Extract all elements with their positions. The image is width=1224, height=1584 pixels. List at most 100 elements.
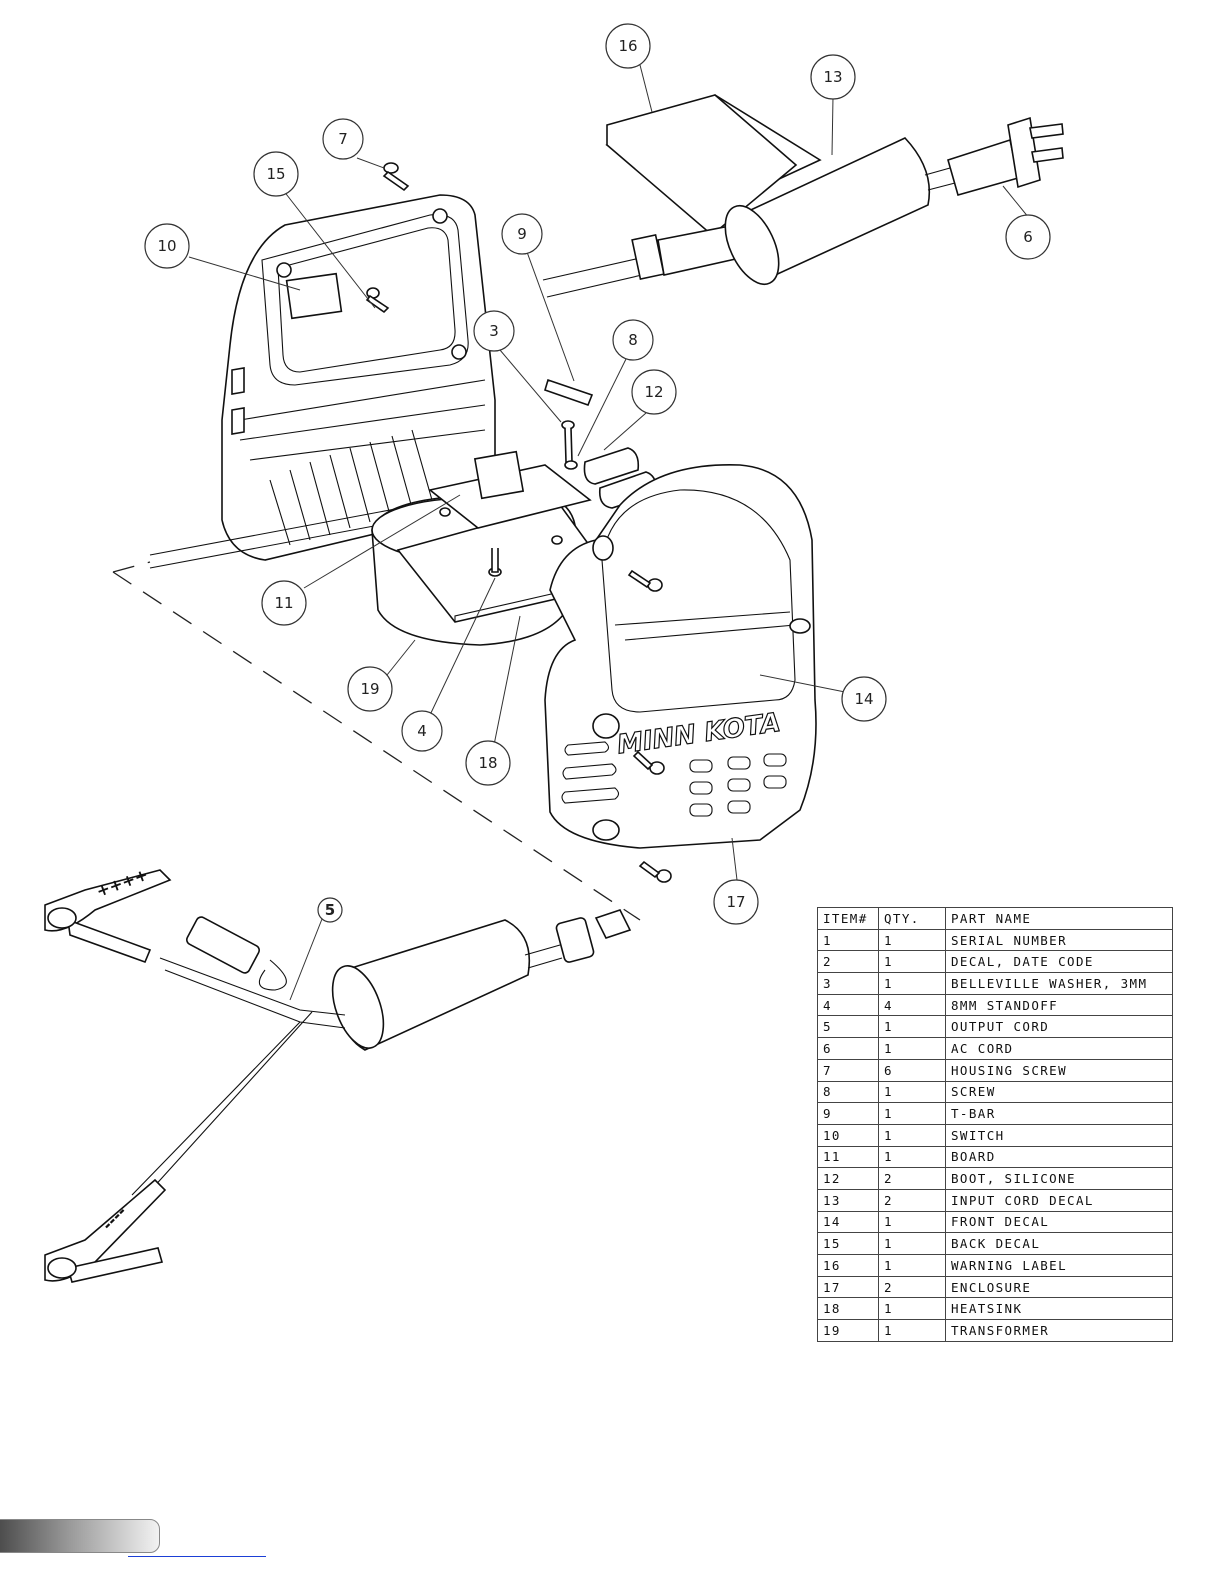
negative-clamp-part: ---- (44, 1178, 167, 1283)
warning-label-part (605, 94, 822, 237)
cell-qty: 1 (878, 1102, 946, 1125)
cell-part-name: SWITCH (945, 1123, 1173, 1147)
cell-item: 12 (817, 1167, 879, 1190)
callout-circle (841, 676, 887, 722)
cell-item: 19 (817, 1319, 879, 1342)
callout-label: 3 (489, 322, 499, 340)
callout-15: 15 (253, 151, 299, 197)
callout-label: 14 (854, 690, 873, 708)
callout-circle (261, 580, 307, 626)
cell-item: 14 (817, 1210, 879, 1234)
callout-label: 10 (157, 237, 176, 255)
parts-table-header-row: ITEM# QTY. PART NAME (817, 907, 1173, 930)
callout-circle (612, 319, 654, 361)
callout-label: 9 (517, 225, 527, 243)
cell-item: 16 (817, 1254, 879, 1277)
cell-item: 1 (817, 928, 879, 952)
cell-part-name: FRONT DECAL (945, 1210, 1173, 1234)
header-item: ITEM# (817, 907, 879, 930)
cell-qty: 1 (878, 950, 946, 974)
cell-qty: 2 (878, 1275, 946, 1299)
cell-qty: 6 (878, 1058, 946, 1082)
callout-circle (253, 151, 299, 197)
cell-item: 2 (817, 950, 879, 974)
callout-10: 10 (144, 223, 190, 269)
callout-circle (713, 879, 759, 925)
callout-label: 12 (644, 383, 663, 401)
cell-item: 7 (817, 1058, 879, 1082)
cell-item: 3 (817, 972, 879, 995)
cell-part-name: DECAL, DATE CODE (945, 950, 1173, 974)
cell-part-name: INPUT CORD DECAL (945, 1188, 1173, 1212)
ac-cord-part (542, 116, 1064, 298)
rear-housing-part (149, 194, 496, 569)
callout-label: 5 (325, 901, 335, 919)
callout-9: 9 (501, 213, 543, 255)
header-qty: QTY. (878, 907, 946, 930)
t-bar-part (544, 378, 594, 470)
silicone-boot-part (583, 447, 658, 509)
callout-6: 6 (1005, 214, 1051, 260)
cell-item: 15 (817, 1232, 879, 1255)
leader-lines (188, 64, 1030, 1001)
housing-screw-part (382, 162, 410, 192)
cell-qty: 1 (878, 1319, 946, 1342)
callout-circle (631, 369, 677, 415)
positive-clamp-part: ++++ (44, 865, 172, 964)
footer-link-underline[interactable] (128, 1556, 266, 1557)
cell-part-name: BOARD (945, 1145, 1173, 1169)
callout-label: 7 (338, 130, 348, 148)
callout-3: 3 (473, 310, 515, 352)
callout-16: 16 (605, 23, 651, 69)
callout-11: 11 (261, 580, 307, 626)
callout-circle (322, 118, 364, 160)
header-part-name: PART NAME (945, 907, 1173, 930)
callout-8: 8 (612, 319, 654, 361)
callout-7: 7 (322, 118, 364, 160)
callout-12: 12 (631, 369, 677, 415)
callout-label: 13 (823, 68, 842, 86)
front-housing-part: MINN KOTA (544, 464, 817, 849)
callout-circle (473, 310, 515, 352)
cell-part-name: SCREW (945, 1080, 1173, 1104)
callout-18: 18 (465, 740, 511, 786)
callout-label: 17 (726, 893, 745, 911)
cell-part-name: BOOT, SILICONE (945, 1167, 1173, 1190)
cell-part-name: ENCLOSURE (945, 1275, 1173, 1299)
cell-item: 9 (817, 1102, 879, 1125)
callout-19: 19 (347, 666, 393, 712)
cell-part-name: SERIAL NUMBER (945, 928, 1173, 952)
cell-item: 18 (817, 1297, 879, 1321)
cell-qty: 4 (878, 993, 946, 1017)
callout-label: 11 (274, 594, 293, 612)
cell-qty: 1 (878, 1210, 946, 1234)
board-part (428, 450, 592, 577)
cell-qty: 1 (878, 1015, 946, 1039)
cell-item: 4 (817, 993, 879, 1017)
callout-circle (501, 213, 543, 255)
cell-item: 10 (817, 1123, 879, 1147)
cell-part-name: WARNING LABEL (945, 1254, 1173, 1277)
callout-label: 4 (417, 722, 427, 740)
callout-17: 17 (713, 879, 759, 925)
cell-item: 17 (817, 1275, 879, 1299)
cell-part-name: AC CORD (945, 1037, 1173, 1060)
callout-label: 6 (1023, 228, 1033, 246)
callout-4: 4 (401, 710, 443, 752)
cell-qty: 1 (878, 1123, 946, 1147)
callout-14: 14 (841, 676, 887, 722)
cell-item: 13 (817, 1188, 879, 1212)
cell-item: 8 (817, 1080, 879, 1104)
